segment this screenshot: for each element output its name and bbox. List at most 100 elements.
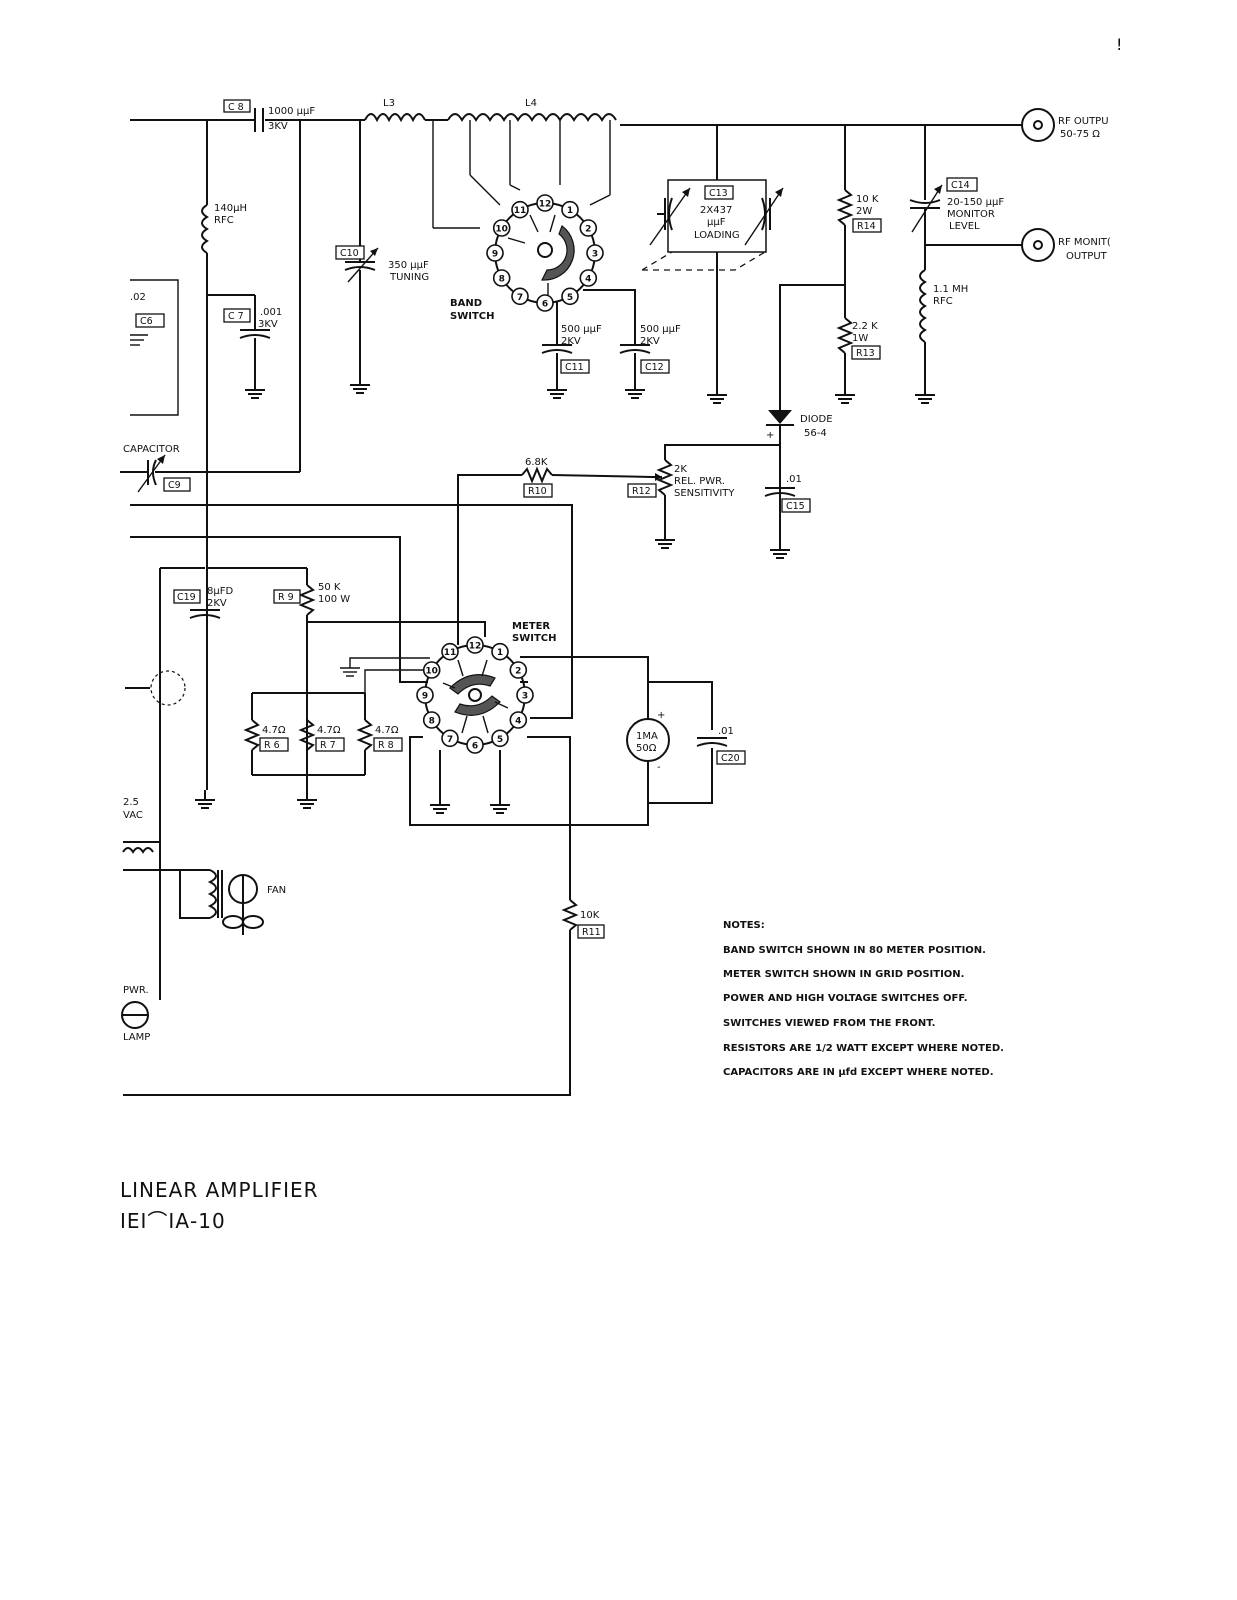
rfc2-value: 1.1 MH	[933, 284, 968, 295]
c12-ref: C12	[645, 362, 664, 373]
resistor-r14: 10 K 2W R14	[836, 125, 882, 318]
rf-output-connector: RF OUTPU 50-75 Ω	[1021, 108, 1109, 142]
meter-switch-label-1: METER	[512, 621, 550, 632]
capacitor-c8: C 8 1000 µµF 3KV	[223, 99, 315, 132]
left-lower-section: 2.5 VAC	[122, 670, 223, 919]
page-corner-mark: !	[1116, 35, 1122, 54]
r9-rating: 100 W	[318, 594, 350, 605]
c7-value: .001	[260, 307, 282, 318]
shunt-resistors: 4.7Ω R 6 4.7Ω R 7 4.7Ω R 8	[243, 669, 428, 776]
meter-switch	[424, 644, 526, 746]
r13-rating: 1W	[852, 333, 868, 344]
band-switch-pin-3: 3	[586, 244, 604, 262]
rf-monitor-label-2: OUTPUT	[1066, 251, 1108, 262]
meter-switch-pin-label: 11	[444, 648, 457, 658]
rfc-1-1mh: 1.1 MH RFC	[914, 245, 968, 404]
r8-ref: R 8	[378, 740, 394, 751]
band-switch-pin-label: 9	[492, 250, 498, 260]
c14-label-2: LEVEL	[949, 221, 980, 232]
c6-ref: C6	[140, 316, 153, 327]
r9-value: 50 K	[318, 582, 341, 593]
capacitor-c10: C10 350 µµF TUNING	[335, 120, 429, 394]
meter-switch-pin-8: 8	[422, 711, 441, 729]
diode-part: 56-4	[804, 428, 827, 439]
meter-label-2: 50Ω	[636, 743, 657, 754]
r13-ref: R13	[856, 348, 875, 359]
meter-switch-pin-label: 12	[469, 642, 482, 652]
fil-label-1: 2.5	[123, 797, 139, 808]
top-rf-bus	[130, 119, 1022, 126]
meter-switch-pin-2: 2	[509, 661, 528, 679]
c7-rating: 3KV	[258, 319, 278, 330]
l3-ref: L3	[383, 98, 395, 109]
c19-value: 8µFD	[207, 586, 233, 597]
resistor-r10: 6.8K R10	[457, 457, 653, 645]
band-switch-pin-label: 8	[499, 275, 505, 285]
c10-value: 350 µµF	[388, 260, 429, 271]
pwr-lamp-icon: PWR. LAMP	[121, 985, 150, 1043]
r12-value: 2K	[674, 464, 687, 475]
r6-ref: R 6	[264, 740, 280, 751]
fil-label-2: VAC	[123, 810, 143, 821]
r7-value: 4.7Ω	[317, 725, 341, 736]
c13-label: LOADING	[694, 230, 740, 241]
c15-value: .01	[786, 474, 802, 485]
meter-switch-pin-label: 10	[425, 667, 438, 677]
rfc-140uh: 140µH RFC	[201, 120, 247, 790]
title-line-1: LINEAR AMPLIFIER	[120, 1178, 319, 1202]
c8-ref: C 8	[228, 102, 244, 113]
c13-ref: C13	[709, 188, 728, 199]
diode-label: DIODE	[800, 414, 833, 425]
meter-switch-pin-1: 1	[491, 642, 509, 661]
r10-value: 6.8K	[525, 457, 548, 468]
meter-switch-pin-9: 9	[416, 686, 434, 704]
c11-ref: C11	[565, 362, 584, 373]
meter-switch-pin-label: 4	[515, 717, 521, 727]
band-switch-pin-label: 4	[585, 275, 591, 285]
r10-ref: R10	[528, 486, 547, 497]
capacitor-c6: .02 C6	[130, 279, 179, 416]
meter-switch-pin-11: 11	[441, 642, 459, 661]
band-switch-pin-12: 12	[536, 194, 554, 212]
c19-ref: C19	[177, 592, 196, 603]
rf-output-label-1: RF OUTPU	[1058, 116, 1109, 127]
capacitor-c11: C11 500 µµF 2KV	[541, 301, 602, 399]
resistor-r13: 2.2 K 1W R13	[834, 317, 881, 404]
meter-minus: -	[657, 762, 661, 773]
c13-value: 2X437	[700, 205, 732, 216]
r7-ref: R 7	[320, 740, 336, 751]
fan-label: FAN	[267, 885, 286, 896]
band-switch-pin-9: 9	[486, 244, 504, 262]
r14-rating: 2W	[856, 206, 872, 217]
band-switch-pin-5: 5	[561, 287, 579, 306]
meter-switch-pin-label: 8	[429, 717, 435, 727]
band-switch-pin-label: 7	[517, 293, 523, 303]
capacitor-c14: C14 20-150 µµF MONITOR LEVEL	[909, 125, 1022, 246]
c11-value: 500 µµF	[561, 324, 602, 335]
meter-label-1: 1MA	[636, 731, 658, 742]
c12-rating: 2KV	[640, 336, 660, 347]
c11-rating: 2KV	[561, 336, 581, 347]
meter-switch-pin-label: 3	[522, 692, 528, 702]
band-switch-pin-label: 6	[542, 300, 548, 310]
r12-label-2: SENSITIVITY	[674, 488, 735, 499]
c14-ref: C14	[951, 180, 970, 191]
diode-plus: +	[766, 430, 774, 441]
band-switch-label-1: BAND	[450, 298, 482, 309]
capacitor-c9: CAPACITOR C9	[120, 120, 301, 493]
note-6: CAPACITORS ARE IN µfd EXCEPT WHERE NOTED…	[723, 1067, 994, 1078]
band-switch	[494, 202, 596, 304]
inductor-l3: L3	[364, 98, 448, 123]
meter-switch-pin-label: 2	[515, 667, 521, 677]
capacitor-c13: C13 2X437 µµF LOADING	[641, 125, 784, 404]
capacitor-c12: C12 500 µµF 2KV	[583, 289, 681, 399]
c10-ref: C10	[340, 248, 359, 259]
c20-ref: C20	[721, 753, 740, 764]
meter-switch-pin-7: 7	[441, 729, 459, 748]
meter-switch-pin-6: 6	[466, 736, 484, 754]
c20-value: .01	[718, 726, 734, 737]
c7-ref: C 7	[228, 311, 244, 322]
meter-switch-pin-5: 5	[491, 729, 509, 748]
band-switch-pin-11: 11	[511, 200, 529, 219]
